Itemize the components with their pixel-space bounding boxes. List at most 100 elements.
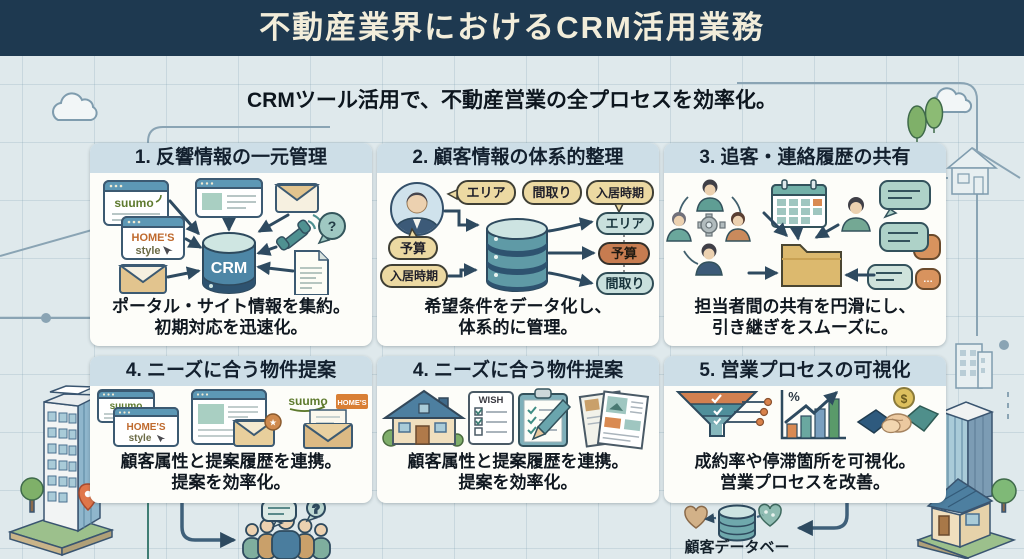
panel1-illustration: suumo HOME'S <box>103 178 346 295</box>
style-logo: style <box>135 245 160 257</box>
panel-caption: 希望条件をデータ化し、 体系的に管理。 <box>377 296 659 338</box>
panel-title: 4. ニーズに合う物件提案 <box>90 356 372 386</box>
customer-database-icon <box>684 503 782 542</box>
caption-line: 顧客属性と提案履歴を連携。 <box>120 452 342 471</box>
caption-line: 体系的に管理。 <box>458 318 578 337</box>
folder-icon <box>781 244 842 287</box>
question-mark-icon: ? <box>312 502 319 516</box>
heart-icon <box>684 505 708 529</box>
panel-property-proposal-a: 4. ニーズに合う物件提案 suumo HOME'S style <box>90 356 372 503</box>
tree-icon <box>907 97 944 142</box>
suumo-logo-standalone: suumo <box>288 394 328 412</box>
open-mail-icon <box>303 409 353 449</box>
homes-logo: HOME'S <box>126 422 165 433</box>
tag-movein: 入居時期 <box>390 268 438 283</box>
percent-label: % <box>788 389 800 404</box>
panel-caption: 顧客属性と提案履歴を連携。 提案を効率化。 <box>377 451 659 493</box>
sales-funnel-icon <box>675 391 773 437</box>
caption-line: 担当者間の共有を円滑にし、 <box>694 297 916 316</box>
customer-group-icon: ? <box>242 498 331 559</box>
style-logo: style <box>129 433 152 444</box>
flow-arrow <box>796 501 849 537</box>
handshake-icon: $ <box>856 387 940 434</box>
caption-line: 希望条件をデータ化し、 <box>424 297 612 316</box>
caption-line: 顧客属性と提案履歴を連携。 <box>407 452 629 471</box>
tag-layout: 間取り <box>532 185 571 200</box>
phone-icon <box>275 213 325 251</box>
suumo-browser-icon: suumo <box>103 180 169 226</box>
homes-logo: HOME'S <box>132 232 175 244</box>
homes-browser-icon: HOME'S style <box>121 216 185 260</box>
database-icon <box>486 218 548 292</box>
suumo-logo: suumo <box>288 394 327 408</box>
tag-movein: 入居時期 <box>596 185 644 200</box>
growth-chart-icon: % <box>780 389 846 440</box>
panel2-illustration: エリア 間取り 入居時期 予算 入居時期 <box>380 180 654 295</box>
chat-bubbles-icon: … <box>867 222 941 290</box>
mail-star-icon: ★ <box>231 413 282 447</box>
property-flyers-icon <box>578 390 650 450</box>
cursor-icon <box>155 433 168 444</box>
mail-icon <box>274 183 320 213</box>
tag-area: エリア <box>605 216 644 231</box>
panel-customer-info: 2. 顧客情報の体系的整理 エリア 間取り 入居時期 <box>377 143 659 346</box>
document-icon <box>294 250 329 295</box>
homes-browser-icon: HOME'S style <box>113 407 179 447</box>
team-circle-icon <box>666 179 751 276</box>
caption-line: 初期対応を迅速化。 <box>154 318 308 337</box>
cloud-icon <box>52 92 98 121</box>
question-mark: ? <box>328 218 337 234</box>
chat-bubble-icon <box>879 180 931 219</box>
homes-logo: HOME'S <box>337 398 366 407</box>
page-title: 不動産業界におけるCRM活用業務 <box>0 0 1024 56</box>
tag-budget: 予算 <box>400 241 426 256</box>
page-subtitle: CRMツール活用で、不動産営業の全プロセスを効率化。 <box>247 89 777 112</box>
mail-icon <box>117 264 169 294</box>
crm-label: CRM <box>211 260 247 277</box>
gear-icon <box>697 213 726 237</box>
city-buildings-icon <box>915 401 1017 559</box>
flow-arrow <box>180 501 237 549</box>
caption-line: 引き継ぎをスムーズに。 <box>711 318 899 337</box>
panel-title: 3. 追客・連絡履歴の共有 <box>664 143 946 173</box>
house-sketch-icon <box>940 147 1021 195</box>
calendar-icon <box>771 179 827 228</box>
building-sketch-icon <box>955 343 993 389</box>
star-icon: ★ <box>269 418 277 428</box>
panel-caption: 成約率や停滞箇所を可視化。 営業プロセスを改善。 <box>664 451 946 493</box>
crm-database-icon: CRM <box>202 232 256 294</box>
caption-line: 営業プロセスを改善。 <box>720 473 890 492</box>
cursor-icon <box>160 243 177 258</box>
browser-window-icon <box>195 178 263 218</box>
caption-line: 提案を効率化。 <box>458 473 578 492</box>
ellipsis-label: … <box>923 274 933 285</box>
tag-budget: 予算 <box>611 246 637 261</box>
panel-title: 5. 営業プロセスの可視化 <box>664 356 946 386</box>
customer-avatar-icon <box>390 182 444 236</box>
tag-layout: 間取り <box>605 276 644 291</box>
panel-caption: 担当者間の共有を円滑にし、 引き継ぎをスムーズに。 <box>664 296 946 338</box>
house-icon <box>381 389 467 447</box>
panel-contact-history: 3. 追客・連絡履歴の共有 <box>664 143 946 346</box>
panel5-illustration: WISH <box>381 388 650 450</box>
agent-avatar-icon <box>841 197 871 232</box>
wish-bubbles: エリア 間取り 入居時期 予算 入居時期 <box>380 180 654 288</box>
caption-line: 成約率や停滞箇所を可視化。 <box>694 452 916 471</box>
panel4-illustration: suumo HOME'S style <box>97 389 368 449</box>
wish-list-icon: WISH <box>468 391 514 445</box>
caption-line: 提案を効率化。 <box>171 473 291 492</box>
dollar-label: $ <box>901 392 908 406</box>
panel-sales-visualization: 5. 営業プロセスの可視化 <box>664 356 946 503</box>
panel-property-proposal-b: 4. ニーズに合う物件提案 WISH <box>377 356 659 503</box>
panel-title: 4. ニーズに合う物件提案 <box>377 356 659 386</box>
suumo-logo: suumo <box>114 196 153 210</box>
checklist-clipboard-icon <box>518 388 572 447</box>
suumo-logo: suumo <box>110 401 143 412</box>
panel-caption: 顧客属性と提案履歴を連携。 提案を効率化。 <box>90 451 372 493</box>
panel-title: 1. 反響情報の一元管理 <box>90 143 372 173</box>
wish-label: WISH <box>479 395 504 406</box>
panel-response-management: 1. 反響情報の一元管理 suumo <box>90 143 372 346</box>
panel-title: 2. 顧客情報の体系的整理 <box>377 143 659 173</box>
tag-area: エリア <box>466 185 505 200</box>
